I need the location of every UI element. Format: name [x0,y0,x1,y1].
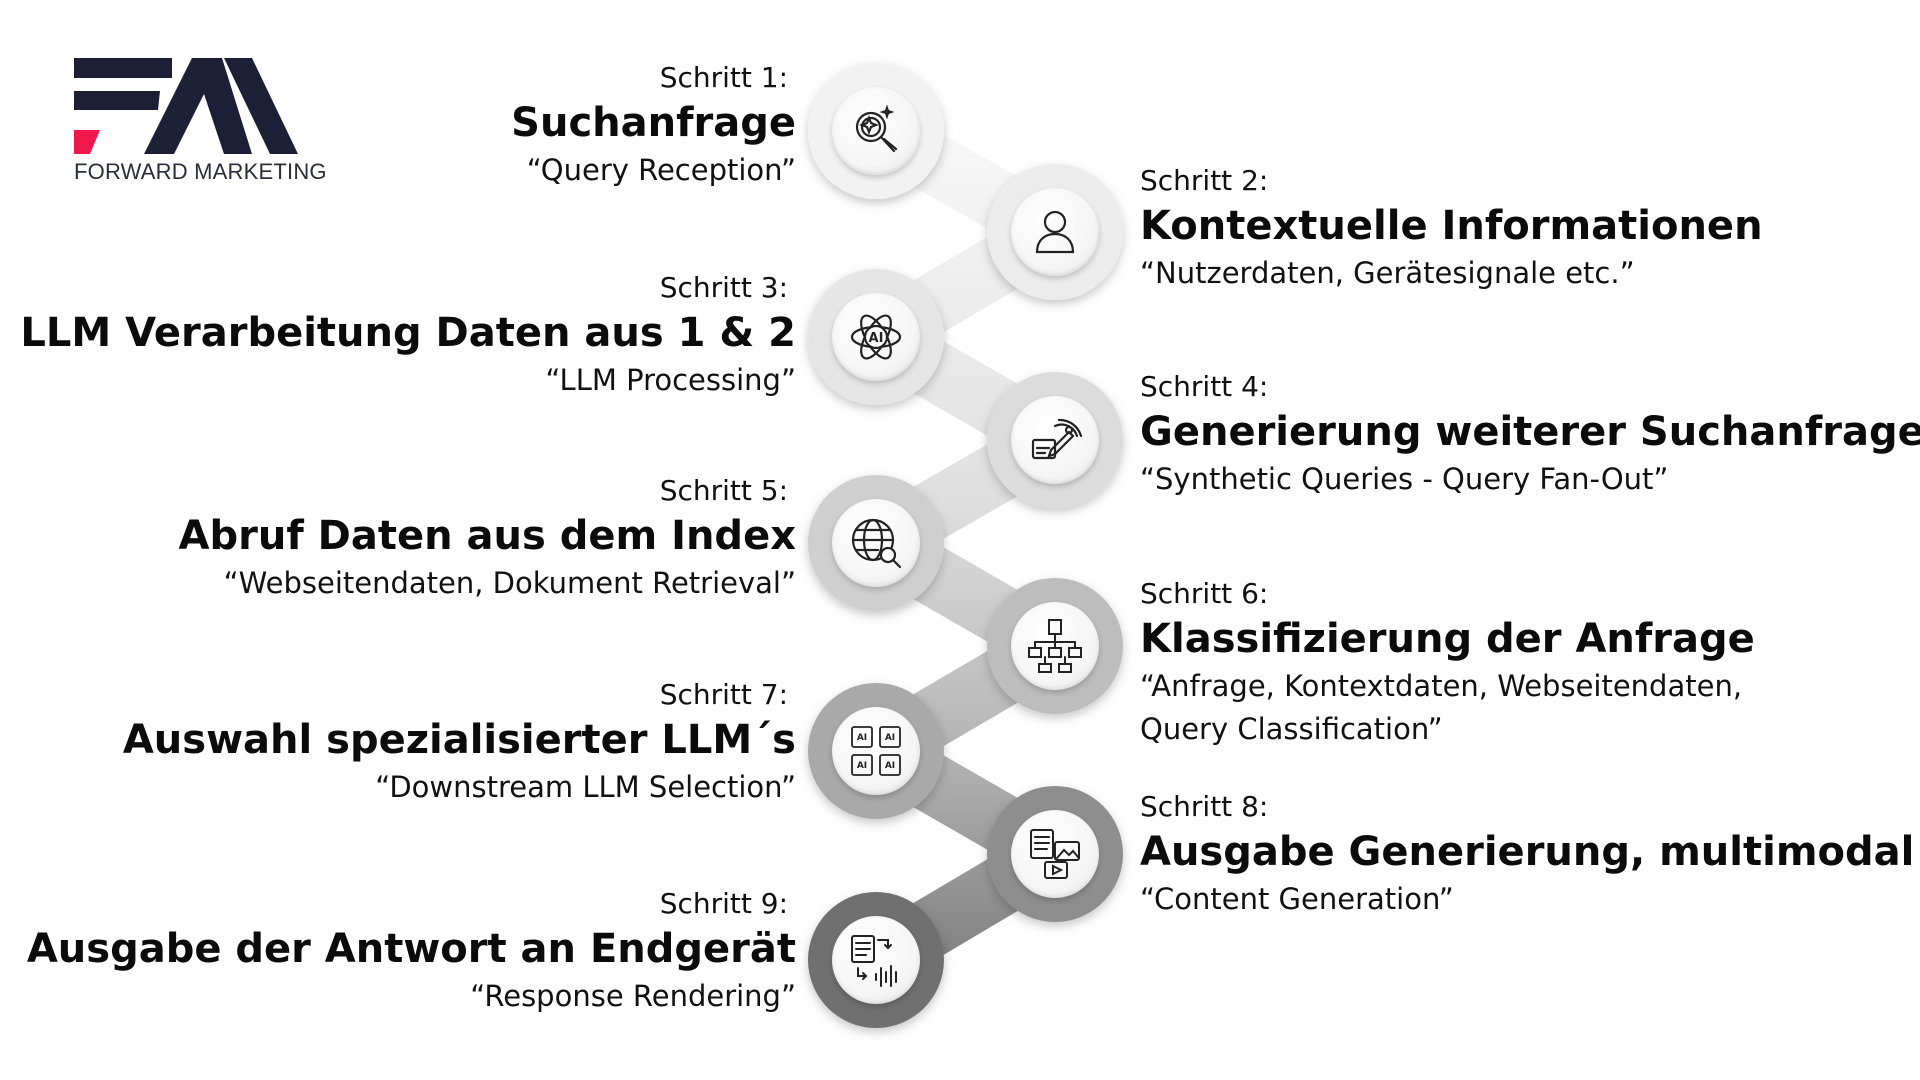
step-1: Schritt 1: Suchanfrage “Query Reception” [511,61,796,192]
step-title: Klassifizierung der Anfrage [1140,616,1755,662]
step-title: Generierung weiterer Suchanfragen [1140,409,1920,455]
svg-text:AI: AI [857,761,867,771]
step-label: Schritt 2: [1140,164,1269,197]
node-2 [1011,188,1099,276]
step-label: Schritt 3: [659,271,788,304]
step-7: Schritt 7: Auswahl spezialisierter LLM´s… [123,678,796,809]
step-6: Schritt 6: Klassifizierung der Anfrage “… [1140,577,1755,751]
node-8 [1011,810,1099,898]
svg-text:AI: AI [869,331,884,346]
user-icon [1035,210,1075,254]
step-label: Schritt 6: [1140,577,1269,610]
node-4 [1011,396,1099,484]
hierarchy-icon [1028,619,1082,673]
step-title: Ausgabe der Antwort an Endgerät [26,926,796,972]
step-subtitle-line-1: “Anfrage, Kontextdaten, Webseitendaten, [1140,669,1743,703]
step-subtitle: “Response Rendering” [470,979,796,1013]
ai-writing-icon [1031,418,1083,460]
svg-text:AI: AI [857,733,867,743]
step-subtitle: “Downstream LLM Selection” [375,770,796,804]
step-title: Abruf Daten aus dem Index [178,513,796,559]
globe-search-icon [851,518,902,569]
step-subtitle-line-2: Query Classification” [1140,712,1443,746]
step-title: Suchanfrage [511,100,796,146]
node-6 [1011,602,1099,690]
step-label: Schritt 1: [659,61,788,94]
step-subtitle: “Query Reception” [526,153,796,187]
brand-name: FORWARD MARKETING [74,159,327,184]
node-3: AI [832,293,920,381]
step-4: Schritt 4: Generierung weiterer Suchanfr… [1140,370,1920,501]
step-title: Ausgabe Generierung, multimodal [1140,829,1915,875]
step-title: LLM Verarbeitung Daten aus 1 & 2 [20,310,796,356]
step-title: Auswahl spezialisierter LLM´s [122,717,796,763]
brand-logo: FORWARD MARKETING [74,58,327,188]
step-3: Schritt 3: LLM Verarbeitung Daten aus 1 … [20,271,796,402]
step-label: Schritt 7: [659,678,788,711]
step-9: Schritt 9: Ausgabe der Antwort an Endger… [27,887,796,1018]
node-5 [832,499,920,587]
node-7: AI AI AI AI [832,707,920,795]
svg-text:AI: AI [885,733,895,743]
step-2: Schritt 2: Kontextuelle Informationen “N… [1140,164,1763,295]
step-label: Schritt 4: [1140,370,1269,403]
step-label: Schritt 8: [1140,790,1269,823]
step-subtitle: “Synthetic Queries - Query Fan-Out” [1140,462,1669,496]
step-8: Schritt 8: Ausgabe Generierung, multimod… [1140,790,1914,921]
step-subtitle: “Nutzerdaten, Gerätesignale etc.” [1140,256,1635,290]
node-9 [832,916,920,1004]
step-subtitle: “LLM Processing” [545,363,796,397]
multimedia-icon [1030,829,1080,879]
step-subtitle: “Content Generation” [1140,882,1454,916]
magnifier-sparkle-icon [855,104,898,153]
ai-chips-icon: AI AI AI AI [851,726,901,776]
ai-atom-icon: AI [850,314,902,360]
step-subtitle: “Webseitendaten, Dokument Retrieval” [223,566,796,600]
brand-logo-mark [74,58,298,154]
step-label: Schritt 9: [659,887,788,920]
svg-text:AI: AI [885,761,895,771]
step-label: Schritt 5: [659,474,788,507]
response-audio-icon [851,935,897,987]
step-5: Schritt 5: Abruf Daten aus dem Index “We… [179,474,796,605]
step-title: Kontextuelle Informationen [1140,203,1763,249]
node-1 [832,87,920,175]
